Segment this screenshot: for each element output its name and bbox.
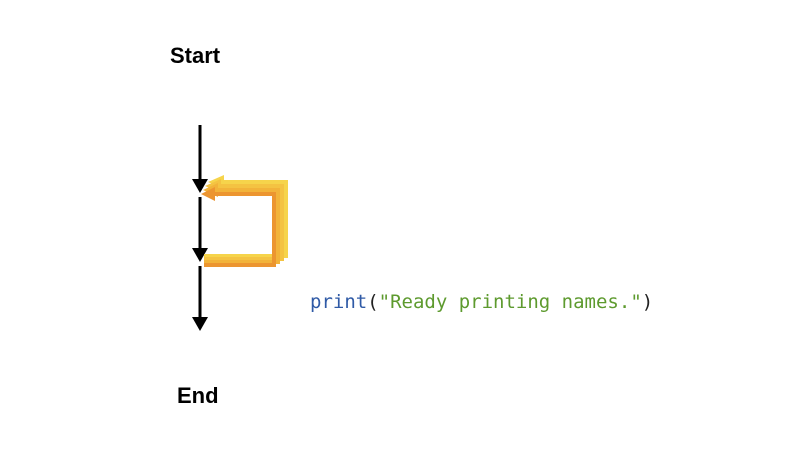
flow-arrowhead-1 bbox=[192, 179, 208, 193]
code-open-paren: ( bbox=[367, 291, 379, 313]
code-function: print bbox=[310, 291, 368, 313]
print-statement: print("Ready printing names.") bbox=[310, 293, 653, 312]
loop-arrows bbox=[201, 175, 288, 267]
flow-arrows bbox=[192, 125, 208, 331]
start-label: Start bbox=[170, 43, 221, 68]
loop-arrow-4 bbox=[201, 187, 276, 267]
code-string: "Ready printing names." bbox=[378, 291, 642, 313]
flow-arrowhead-3 bbox=[192, 317, 208, 331]
code-close-paren: ) bbox=[641, 291, 654, 313]
end-label: End bbox=[177, 383, 219, 408]
flow-arrowhead-2 bbox=[192, 248, 208, 262]
